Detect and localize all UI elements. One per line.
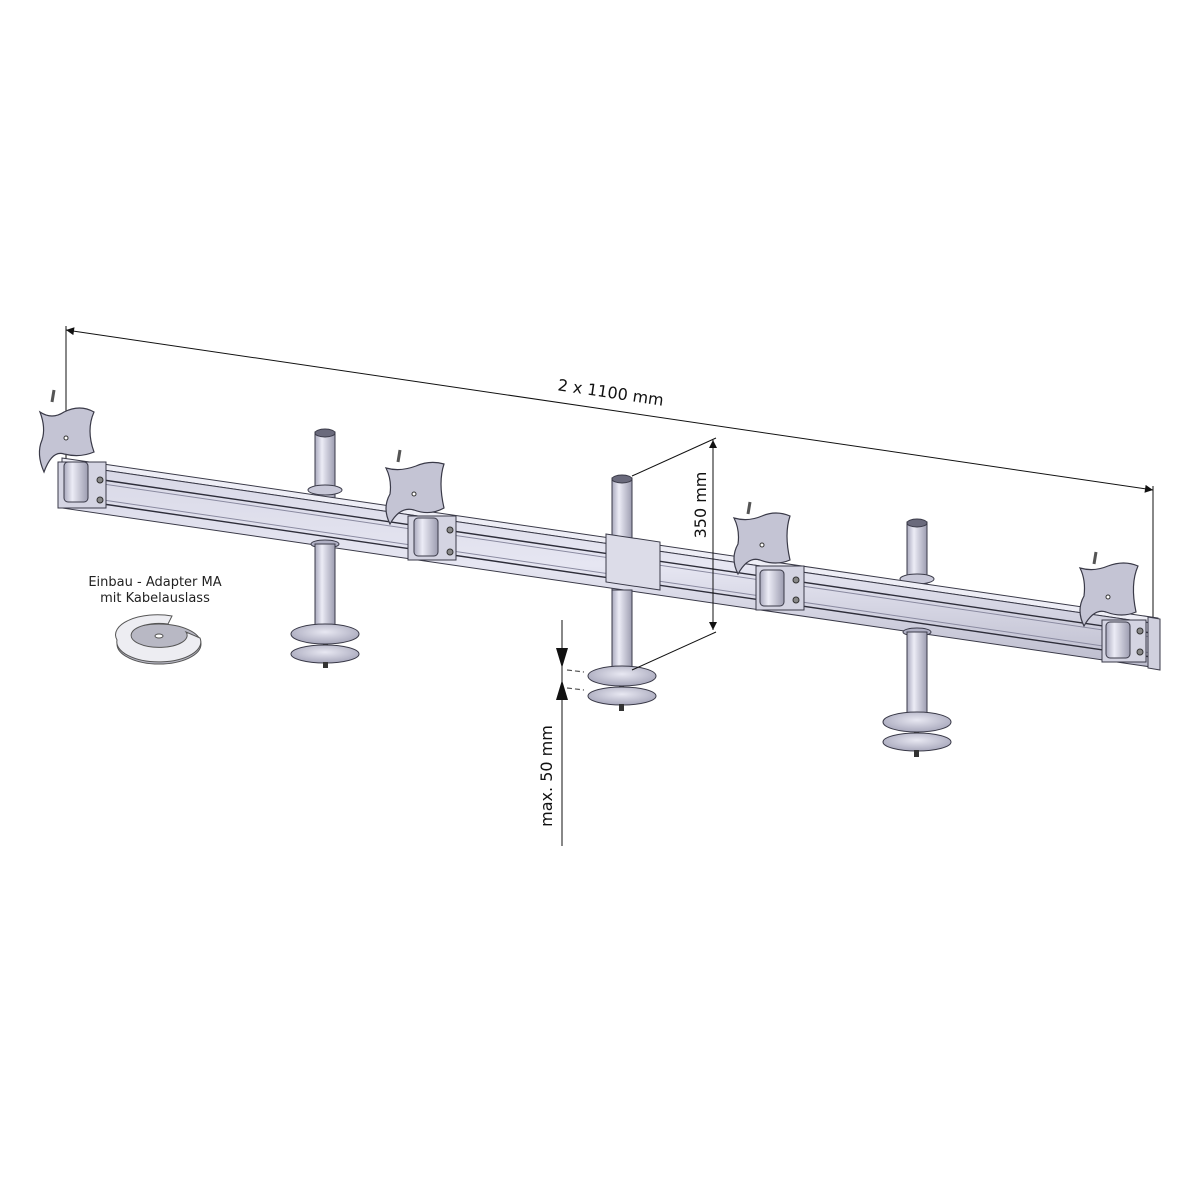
adapter-label: Einbau - Adapter MA mit Kabelauslass [70,575,240,607]
desk-clamp-1 [290,539,360,668]
desk-thickness-dimension: max. 50 mm [537,620,585,846]
rail-end-cap [1147,616,1161,671]
dimension-line-length [65,327,1154,493]
monitor-rail [61,457,1161,671]
desk-clamp-3 [882,627,952,757]
adapter-label-line2: mit Kabelauslass [100,591,210,606]
vesa-mount-4 [1078,551,1147,663]
desk-thickness-label: max. 50 mm [537,725,556,827]
adapter-ma-part [115,614,202,665]
vesa-mount-1 [38,389,107,509]
vesa-mount-2 [384,449,457,561]
vesa-mount-3 [732,501,805,611]
height-label: 350 mm [691,472,710,539]
rail-joint [605,533,661,591]
height-dimension: 350 mm [631,437,717,671]
desk-clamp-2 [587,589,657,711]
adapter-label-line1: Einbau - Adapter MA [88,575,222,590]
vesa-plate-4 [1078,562,1139,628]
